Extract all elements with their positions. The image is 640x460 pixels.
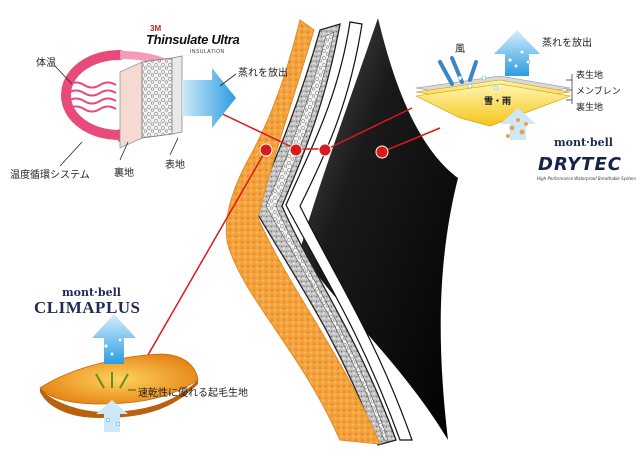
label-face-drytec: 表生地 — [576, 71, 604, 81]
label-temp-system: 温度循環システム — [10, 170, 90, 181]
marker-dot-membrane — [318, 143, 332, 157]
label-face-thinsulate: 表地 — [165, 160, 185, 171]
climaplus-vapor-arrow — [92, 314, 136, 364]
lining-panel — [119, 61, 143, 149]
insulation-foam-core — [265, 31, 389, 441]
circulation-loop — [60, 50, 125, 140]
label-rain: 雪・雨 — [484, 97, 512, 107]
drytec-brand-caption: High Performance Waterproof Breathable S… — [537, 176, 637, 181]
marker-dot-insulation — [289, 143, 303, 157]
drytec-vapor-arrow — [494, 30, 540, 76]
label-vapor-out-drytec: 蒸れを放出 — [542, 38, 592, 49]
climaplus-maker-logo: mont·bell — [62, 286, 121, 299]
climaplus-brand-logo: CLIMAPLUS — [34, 298, 141, 317]
label-body-temp: 体温 — [36, 58, 56, 69]
brand-insulation-caption: INSULATION — [190, 49, 225, 55]
label-membrane: メンブレン — [576, 87, 621, 97]
drytec-maker-logo: mont·bell — [554, 136, 613, 149]
vapor-out-arrow — [182, 68, 236, 128]
wind-arrows — [438, 56, 478, 86]
outer-shell-layer — [300, 18, 458, 440]
layer-cross-section — [225, 18, 458, 446]
brand-3m-logo: 3M — [150, 24, 162, 33]
climaplus-illustration — [39, 314, 199, 432]
label-wind: 風 — [455, 44, 465, 55]
label-quickdry: 速乾性に優れる起毛生地 — [138, 388, 248, 399]
rain-drops — [457, 75, 499, 91]
marker-dot-fleece — [259, 143, 273, 157]
body-heat-waves — [67, 81, 117, 113]
drytec-back-fabric — [415, 83, 572, 127]
drytec-vapor-dots — [506, 118, 528, 138]
climaplus-fiber-arrows — [95, 372, 129, 389]
drytec-brand-logo: DRYTEC — [538, 154, 622, 175]
brand-thinsulate-logo: Thinsulate Ultra — [146, 32, 240, 47]
label-back-drytec: 裏生地 — [576, 103, 604, 113]
insulation-block — [141, 57, 173, 139]
label-vapor-out-thinsulate: 蒸れを放出 — [238, 68, 288, 79]
membrane-layer — [285, 21, 413, 441]
thinsulate-illustration — [54, 50, 237, 167]
label-back-thinsulate: 裏地 — [114, 168, 134, 179]
face-panel — [171, 55, 183, 135]
connectors — [147, 89, 441, 356]
marker-dot-shell — [375, 145, 389, 159]
fleece-layer — [225, 19, 381, 445]
drytec-illustration — [415, 30, 573, 140]
